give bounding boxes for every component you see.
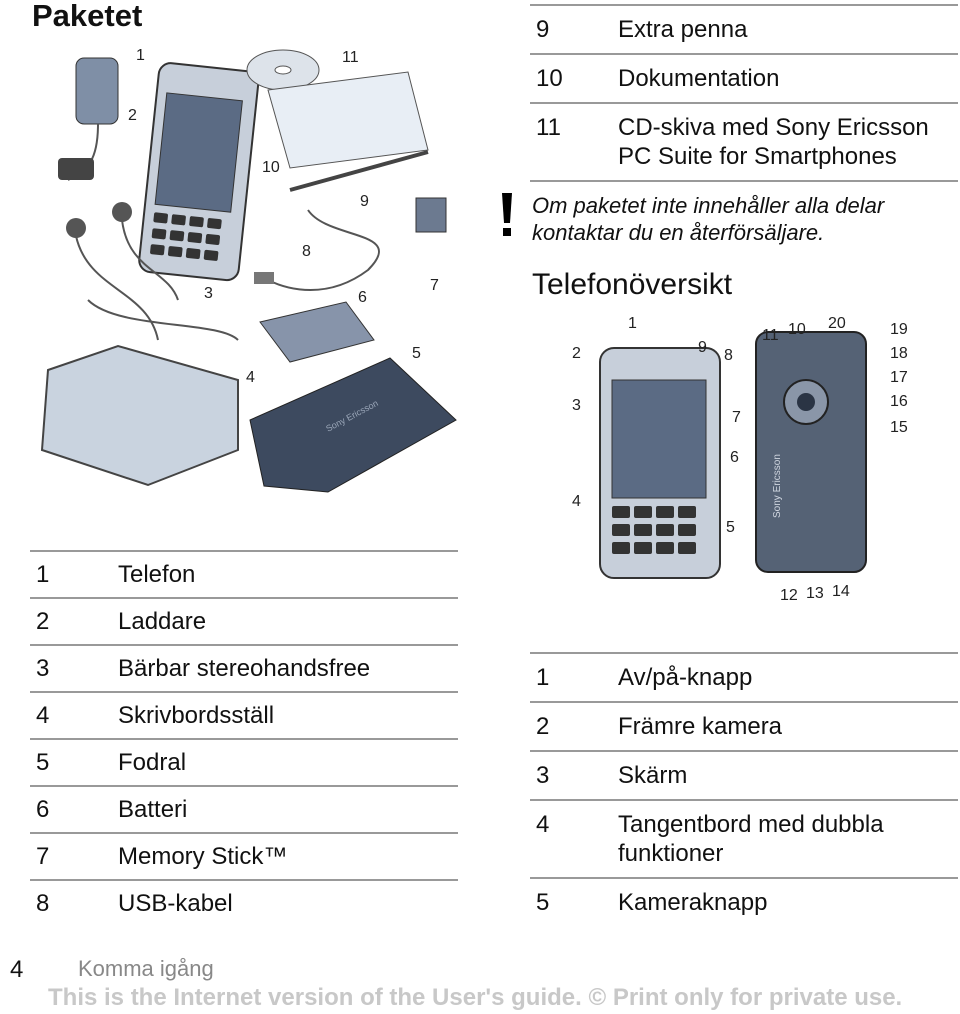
package-illustration: Sony Ericsson 1 2 3 4 5 6 7 8 9 10 11 — [40, 47, 457, 493]
callout-4: 4 — [246, 369, 255, 386]
phone-overview-illustration: Sony Ericsson 1 2 3 4 5 6 7 8 9 10 11 12… — [572, 315, 908, 604]
phone-callout-19: 19 — [890, 321, 908, 338]
phone-callout-2: 2 — [572, 345, 581, 362]
phone-callout-15: 15 — [890, 419, 908, 436]
phone-callout-14: 14 — [832, 583, 850, 600]
phone-callout-5: 5 — [726, 519, 735, 536]
phone-callout-6: 6 — [730, 449, 739, 466]
page-number: 4 — [10, 956, 24, 983]
phone-callout-4: 4 — [572, 493, 581, 510]
phone-callout-20: 20 — [828, 315, 846, 332]
callout-6: 6 — [358, 289, 367, 306]
footer-notice: This is the Internet version of the User… — [48, 984, 903, 1011]
phone-callout-18: 18 — [890, 345, 908, 362]
phone-callout-3: 3 — [572, 397, 581, 414]
callout-2: 2 — [128, 107, 137, 124]
phone-callout-1: 1 — [628, 315, 637, 332]
warning-icon — [502, 193, 512, 236]
callout-10: 10 — [262, 159, 280, 176]
callout-9: 9 — [360, 193, 369, 210]
phone-callout-10: 10 — [788, 321, 806, 338]
phone-callout-9: 9 — [698, 339, 707, 356]
phone-callout-17: 17 — [890, 369, 908, 386]
warning-note: Om paketet inte innehåller alla delar ko… — [532, 193, 885, 245]
page-title: Paketet — [32, 0, 143, 33]
callout-1: 1 — [136, 47, 145, 64]
phone-callout-13: 13 — [806, 585, 824, 602]
phone-callout-16: 16 — [890, 393, 908, 410]
phone-callout-11: 11 — [762, 327, 779, 344]
phone-callout-12: 12 — [780, 587, 798, 604]
callout-7: 7 — [430, 277, 439, 294]
callout-11: 11 — [342, 49, 359, 66]
phone-callout-8: 8 — [724, 347, 733, 364]
section-title: Telefonöversikt — [532, 268, 733, 301]
phone-brand-text: Sony Ericsson — [772, 454, 783, 518]
callout-8: 8 — [302, 243, 311, 260]
callout-5: 5 — [412, 345, 421, 362]
callout-3: 3 — [204, 285, 213, 302]
phone-callout-7: 7 — [732, 409, 741, 426]
footer-section: Komma igång — [78, 956, 214, 981]
